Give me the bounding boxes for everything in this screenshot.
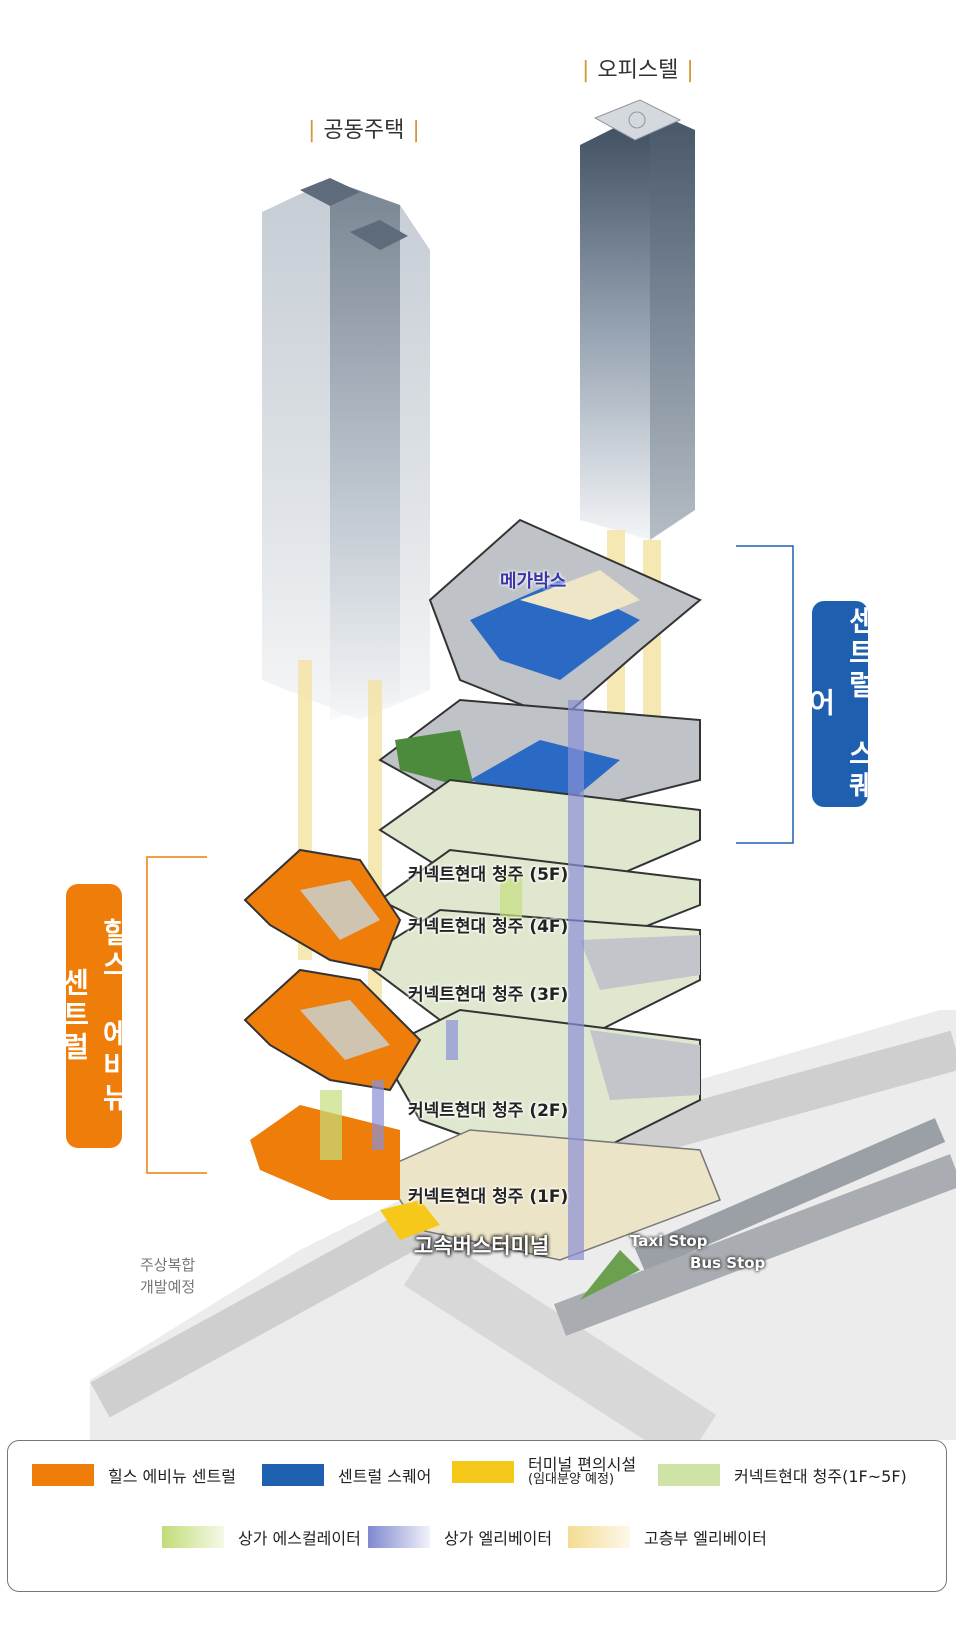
legend-swatch-central: [262, 1464, 324, 1486]
legend-swatch-elevator: [368, 1526, 430, 1548]
bracket-lines: [146, 545, 794, 1174]
floor-5f-label: 커넥트현대 청주 (5F): [408, 865, 569, 885]
legend-item-high-elevator: 고층부 엘리베이터: [568, 1525, 767, 1549]
legend-item-central: 센트럴 스퀘어: [262, 1463, 431, 1487]
hills-floor-middle: [243, 968, 422, 1092]
central-square-badge: 센트럴 스퀘어: [804, 601, 877, 807]
legend-swatch-hills: [32, 1464, 94, 1486]
legend-swatch-high-elevator: [568, 1526, 630, 1548]
legend-item-hills: 힐스 에비뉴 센트럴: [32, 1463, 236, 1487]
legend-item-escalator: 상가 에스컬레이터: [162, 1525, 361, 1549]
megabox-label: 메가박스: [500, 571, 567, 592]
megabox-floor: [428, 518, 702, 722]
hills-floor-upper: [243, 848, 402, 972]
floor-4f-label: 커넥트현대 청주 (4F): [408, 917, 569, 937]
floor-1f-label: 커넥트현대 청주 (1F): [408, 1187, 569, 1207]
residential-tower: [262, 178, 430, 720]
store-escalators: [320, 870, 522, 1160]
future-development-label: 주상복합 개발예정: [140, 1256, 196, 1296]
officetel-tower-label: |오피스텔|: [582, 58, 694, 83]
floor-2f-label: 커넥트현대 청주 (2F): [408, 1101, 569, 1121]
officetel-tower: [580, 99, 695, 540]
hills-avenue-badge: 힐스 에비뉴 센트럴: [58, 884, 131, 1148]
bus-terminal-label: 고속버스터미널: [414, 1234, 550, 1258]
connect-3f-floor: [358, 908, 701, 1052]
building-illustration: [90, 99, 956, 1440]
legend-item-terminal: 터미널 편의시설 (임대분양 예정): [452, 1457, 636, 1487]
taxi-stop-label: Taxi Stop: [630, 1232, 708, 1250]
bus-stop-label: Bus Stop: [690, 1254, 766, 1272]
store-elevators: [372, 700, 584, 1260]
legend-item-connect: 커넥트현대 청주(1F~5F): [658, 1463, 907, 1487]
legend-item-elevator: 상가 엘리베이터: [368, 1525, 552, 1549]
diagram-stage: |공동주택| |오피스텔| 센트럴 스퀘어 힐스 에비뉴 센트럴 메가박스 커넥…: [58, 58, 956, 1440]
legend-box: 힐스 에비뉴 센트럴 센트럴 스퀘어 터미널 편의시설 (임대분양 예정) 커넥…: [7, 1440, 947, 1592]
residential-tower-label: |공동주택|: [308, 118, 420, 143]
legend-swatch-escalator: [162, 1526, 224, 1548]
legend-swatch-connect: [658, 1464, 720, 1486]
connect-2f-floor: [378, 1008, 701, 1172]
legend-swatch-terminal: [452, 1461, 514, 1483]
floor-3f-label: 커넥트현대 청주 (3F): [408, 985, 569, 1005]
